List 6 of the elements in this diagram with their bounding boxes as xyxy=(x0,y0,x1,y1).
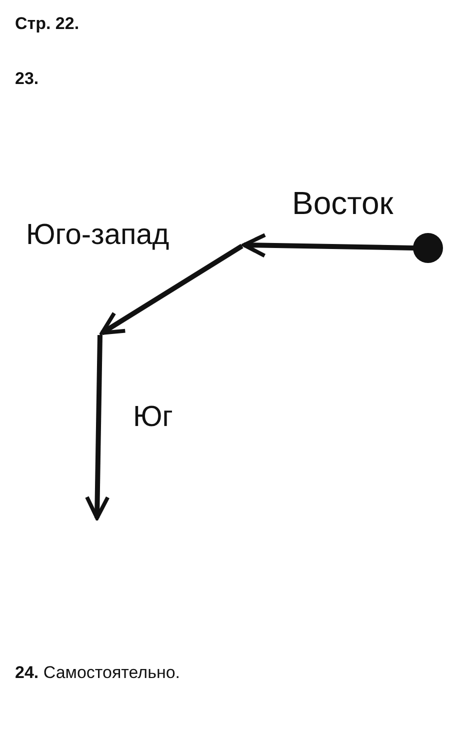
direction-label: Юг xyxy=(133,402,173,434)
page-number: Стр. 22. xyxy=(15,15,80,34)
direction-label: Восток xyxy=(292,186,394,222)
direction-label: Юго-запад xyxy=(26,220,170,252)
answer-text: 24. Самостоятельно. xyxy=(15,664,180,683)
exercise-number: 23. xyxy=(15,70,39,89)
